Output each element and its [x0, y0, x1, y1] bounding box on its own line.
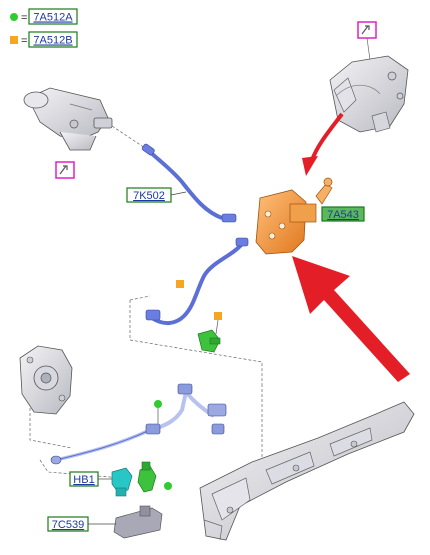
slave-cylinder [255, 177, 333, 255]
body-frame-rail [199, 401, 415, 541]
green-dot-icon [10, 13, 18, 21]
transmission-housing [19, 345, 73, 415]
hose-line-lower [145, 237, 249, 325]
bleeder-hose [50, 383, 227, 465]
green-dot-icon [164, 482, 172, 490]
svg-text:=: = [21, 12, 27, 24]
retainer-clip [137, 461, 157, 493]
legend-part-orange[interactable]: 7A512B [33, 35, 72, 47]
view-detail-icon[interactable] [55, 161, 75, 179]
legend: = 7A512A = 7A512B [10, 8, 78, 48]
orange-square-icon [176, 280, 184, 288]
green-clip [197, 329, 221, 353]
orange-square-icon [10, 36, 18, 44]
red-pointer-arrow [292, 256, 410, 382]
callout-7C539[interactable]: 7C539 [52, 519, 84, 531]
mounting-bracket [113, 505, 163, 539]
svg-text:=: = [21, 35, 27, 47]
legend-part-green[interactable]: 7A512A [33, 12, 73, 24]
green-dot-icon [154, 400, 162, 408]
view-detail-icon[interactable] [357, 21, 377, 39]
hose-line-upper [141, 143, 237, 223]
dashed-assembly-outline [29, 295, 263, 479]
callout-7A543[interactable]: 7A543 [327, 209, 359, 221]
orange-square-icon [214, 312, 222, 320]
bleeder-fitting [111, 467, 133, 497]
master-cylinder [23, 87, 113, 151]
red-curved-arrow [302, 112, 344, 176]
pedal-box-assembly [329, 55, 409, 133]
callout-7K502[interactable]: 7K502 [133, 190, 165, 202]
callout-HB1[interactable]: HB1 [73, 474, 94, 486]
